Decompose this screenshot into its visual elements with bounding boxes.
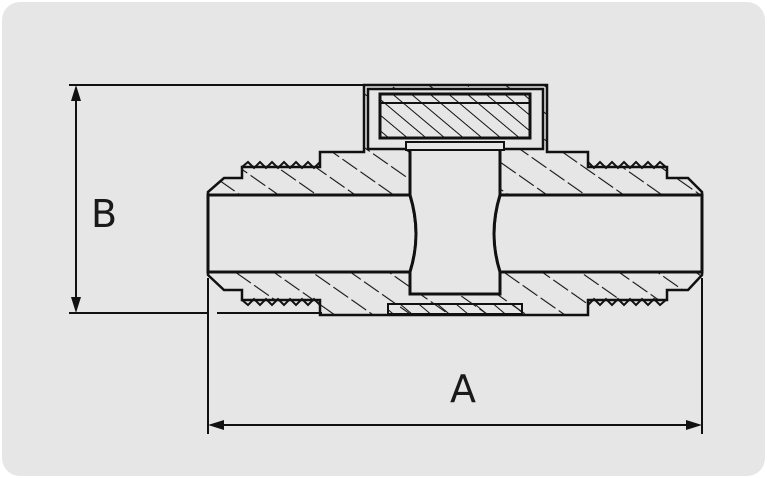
a-arrow-right [686,420,702,430]
threaded-end-left [241,160,321,307]
bottom-plug [387,303,523,315]
center-chamber [408,143,502,296]
chamber-insert [405,141,505,151]
sight-window-glass [378,92,532,140]
threaded-end-right [587,160,668,307]
dimension-b: B [69,84,364,314]
b-arrow-bottom [71,297,81,313]
dimension-a-label: A [450,367,476,411]
bore [206,193,418,274]
dimension-b-label: B [91,192,117,236]
b-arrow-top [71,85,81,101]
bore-right [492,193,704,274]
a-arrow-left [208,420,224,430]
fitting-body [206,83,704,317]
dimension-a: A [207,278,703,434]
